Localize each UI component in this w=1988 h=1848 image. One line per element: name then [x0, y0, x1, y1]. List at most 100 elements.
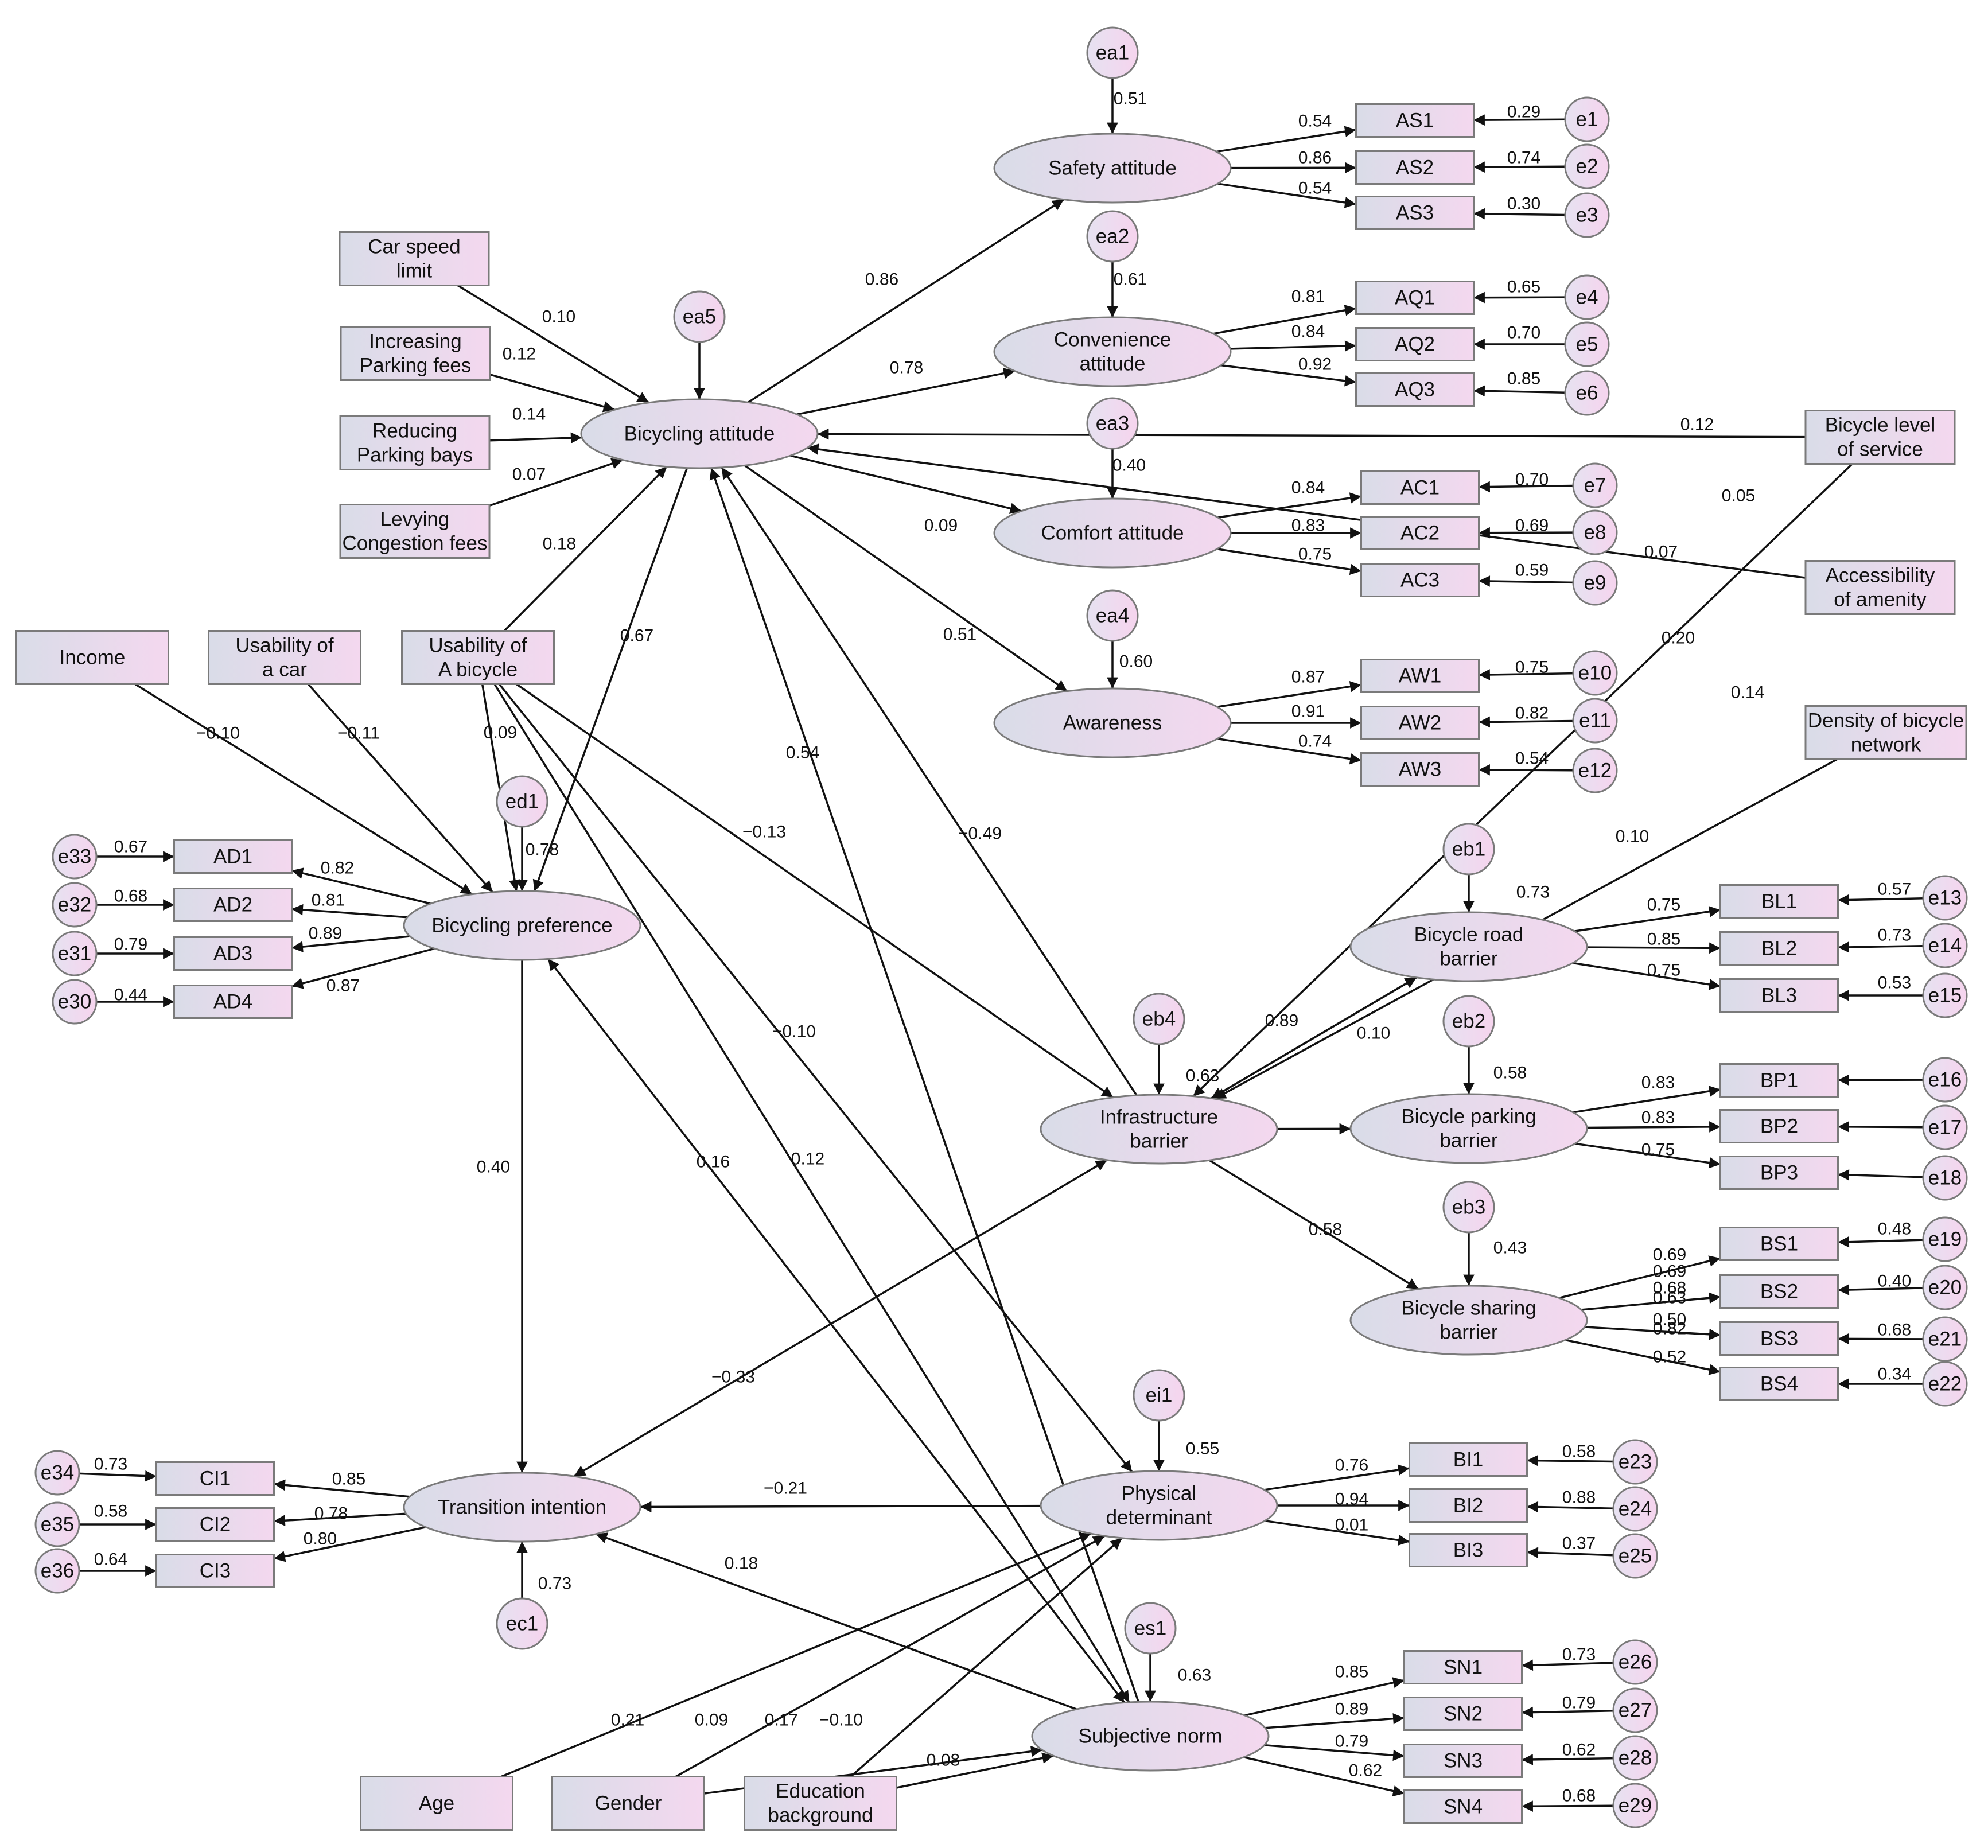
error-term-e7: e7 — [1572, 462, 1618, 508]
path-sharing-to-BS1 — [1558, 1255, 1721, 1299]
path-coefficient: 0.92 — [1298, 355, 1332, 374]
path-bicyc_att-to-bicyc_pref — [532, 468, 688, 892]
path-coefficient: 0.63 — [1186, 1067, 1219, 1086]
observed-variable-AD4: AD4 — [173, 985, 293, 1019]
node-label-e12: e12 — [1578, 760, 1612, 782]
error-term-e36: e36 — [34, 1548, 80, 1594]
node-label-physical: Physical — [1122, 1483, 1196, 1505]
node-label-AW1: AW1 — [1399, 665, 1442, 687]
edges-layer — [79, 78, 1924, 1812]
path-e20-to-BS2 — [1838, 1284, 1924, 1295]
node-label-es1: es1 — [1134, 1617, 1166, 1640]
path-coefficient: 0.12 — [1680, 415, 1714, 434]
latent-variable-bicyc_att: Bicycling attitude — [580, 398, 819, 469]
path-e28-to-SN3 — [1522, 1754, 1614, 1765]
path-coefficient: 0.79 — [1335, 1732, 1368, 1751]
path-coefficient: 0.18 — [725, 1554, 758, 1573]
path-coefficient: 0.60 — [1119, 652, 1153, 671]
node-label-BP3: BP3 — [1760, 1162, 1798, 1184]
node-label-congestion: Congestion fees — [343, 532, 488, 555]
error-term-e10: e10 — [1572, 650, 1618, 696]
node-label-e6: e6 — [1576, 382, 1598, 404]
node-label-e14: e14 — [1928, 935, 1962, 957]
path-road-to-infra — [1211, 976, 1417, 1099]
error-term-ec1: ec1 — [496, 1597, 548, 1650]
observed-variable-AW3: AW3 — [1360, 752, 1480, 787]
error-term-e21: e21 — [1922, 1316, 1968, 1362]
path-coefficient: 0.74 — [1507, 149, 1540, 168]
path-bicyc_pref-to-AD3 — [291, 935, 410, 952]
path-coefficient: −0.13 — [742, 823, 786, 842]
error-term-e14: e14 — [1922, 923, 1968, 968]
error-term-ea2: ea2 — [1086, 210, 1139, 263]
path-coefficient: 0.89 — [1335, 1700, 1368, 1719]
error-term-eb2: eb2 — [1442, 995, 1495, 1048]
error-term-e30: e30 — [52, 979, 98, 1025]
path-coefficient: 0.30 — [1507, 194, 1540, 213]
path-coefficient: 0.16 — [697, 1153, 730, 1172]
path-coefficient: 0.79 — [114, 935, 147, 954]
node-label-density: Density of bicycle — [1808, 710, 1964, 732]
observed-variable-BI2: BI2 — [1409, 1488, 1528, 1523]
path-coefficient: 0.34 — [1878, 1365, 1911, 1384]
path-coefficient: 0.70 — [1515, 470, 1549, 489]
path-coefficient: 0.65 — [1507, 278, 1540, 297]
path-coefficient: 0.83 — [1641, 1108, 1675, 1127]
error-term-e12: e12 — [1572, 748, 1618, 793]
node-label-e1: e1 — [1576, 108, 1598, 131]
node-label-red_parking: Parking bays — [357, 444, 473, 466]
node-label-usab_bike: A bicycle — [438, 659, 518, 681]
path-transition-to-CI2 — [274, 1512, 406, 1526]
node-label-SN1: SN1 — [1444, 1656, 1483, 1679]
node-label-subjective: Subjective norm — [1079, 1725, 1223, 1748]
path-age-to-physical — [501, 1532, 1091, 1778]
error-term-e9: e9 — [1572, 560, 1618, 606]
path-coefficient: 0.85 — [1647, 930, 1680, 949]
path-infra-to-sharing — [1209, 1159, 1419, 1290]
path-coefficient: 0.58 — [1562, 1442, 1596, 1461]
error-term-e17: e17 — [1922, 1104, 1968, 1150]
observed-variable-BP3: BP3 — [1719, 1156, 1839, 1190]
coefficients-layer: 0.510.610.400.600.540.860.540.290.740.30… — [94, 90, 1911, 1806]
path-usab_bike-to-subjective — [493, 683, 1130, 1703]
path-coefficient: 0.44 — [114, 986, 147, 1005]
error-term-eb1: eb1 — [1442, 823, 1495, 876]
path-coefficient: 0.51 — [1114, 90, 1147, 108]
node-label-density: network — [1851, 734, 1921, 756]
node-label-e27: e27 — [1619, 1699, 1652, 1722]
path-coefficient: 0.10 — [1616, 827, 1649, 846]
path-coefficient: 0.88 — [1562, 1488, 1596, 1507]
path-coefficient: 0.09 — [924, 516, 958, 535]
observed-variable-CI1: CI1 — [155, 1461, 275, 1496]
node-label-BL2: BL2 — [1761, 937, 1797, 960]
error-term-e26: e26 — [1612, 1639, 1658, 1685]
path-e3-to-AS3 — [1473, 208, 1566, 220]
error-term-eb3: eb3 — [1442, 1181, 1495, 1234]
observed-variable-SN3: SN3 — [1403, 1744, 1523, 1778]
path-access-to-bicyc_att — [807, 443, 1806, 579]
path-coefficient: 0.81 — [312, 891, 345, 910]
path-transition-to-CI3 — [274, 1526, 426, 1562]
observed-variable-BL1: BL1 — [1719, 884, 1839, 919]
path-coefficient: 0.89 — [309, 924, 342, 943]
error-term-ei1: ei1 — [1133, 1369, 1185, 1422]
path-coefficient: 0.63 — [1653, 1289, 1686, 1308]
path-e4-to-AQ1 — [1473, 291, 1566, 304]
path-gender-to-physical — [675, 1535, 1105, 1778]
node-label-BI2: BI2 — [1453, 1495, 1484, 1517]
path-coefficient: 0.14 — [1731, 683, 1764, 702]
observed-variable-AC2: AC2 — [1360, 516, 1480, 550]
path-coefficient: −0.10 — [819, 1711, 863, 1730]
path-coefficient: 0.68 — [114, 887, 147, 906]
node-label-SN3: SN3 — [1444, 1750, 1483, 1772]
node-label-safety: Safety attitude — [1048, 157, 1177, 180]
observed-variable-income: Income — [15, 630, 169, 685]
path-safety-to-AS1 — [1216, 126, 1356, 153]
node-label-BL3: BL3 — [1761, 985, 1797, 1007]
